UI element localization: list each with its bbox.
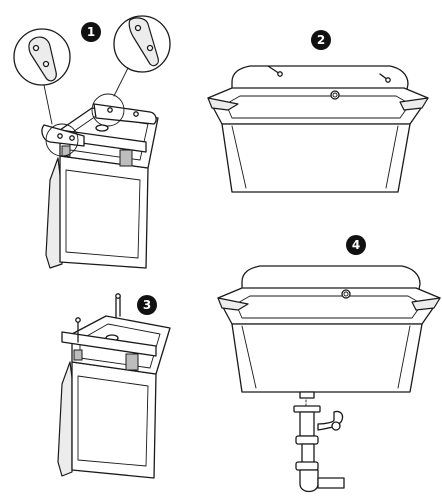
zoom-callout-left <box>13 28 71 125</box>
step-number-2: 2 <box>317 33 325 47</box>
step-3-illustration <box>57 293 171 479</box>
step-badge-3: 3 <box>137 295 157 315</box>
siphon-trap <box>293 399 345 493</box>
sink-side-view <box>41 93 159 269</box>
zoom-callout-right <box>113 15 171 97</box>
step-badge-1: 1 <box>81 22 101 42</box>
step-number-4: 4 <box>352 238 360 252</box>
wall-screws <box>267 65 391 83</box>
step-number-3: 3 <box>143 298 151 312</box>
mounting-bolts <box>75 293 121 343</box>
step-badge-4: 4 <box>346 235 366 255</box>
step-number-1: 1 <box>87 25 95 39</box>
step-2-illustration <box>207 65 429 193</box>
step-badge-2: 2 <box>311 30 331 50</box>
step-1-illustration <box>13 15 171 269</box>
step-4-illustration <box>217 265 441 493</box>
